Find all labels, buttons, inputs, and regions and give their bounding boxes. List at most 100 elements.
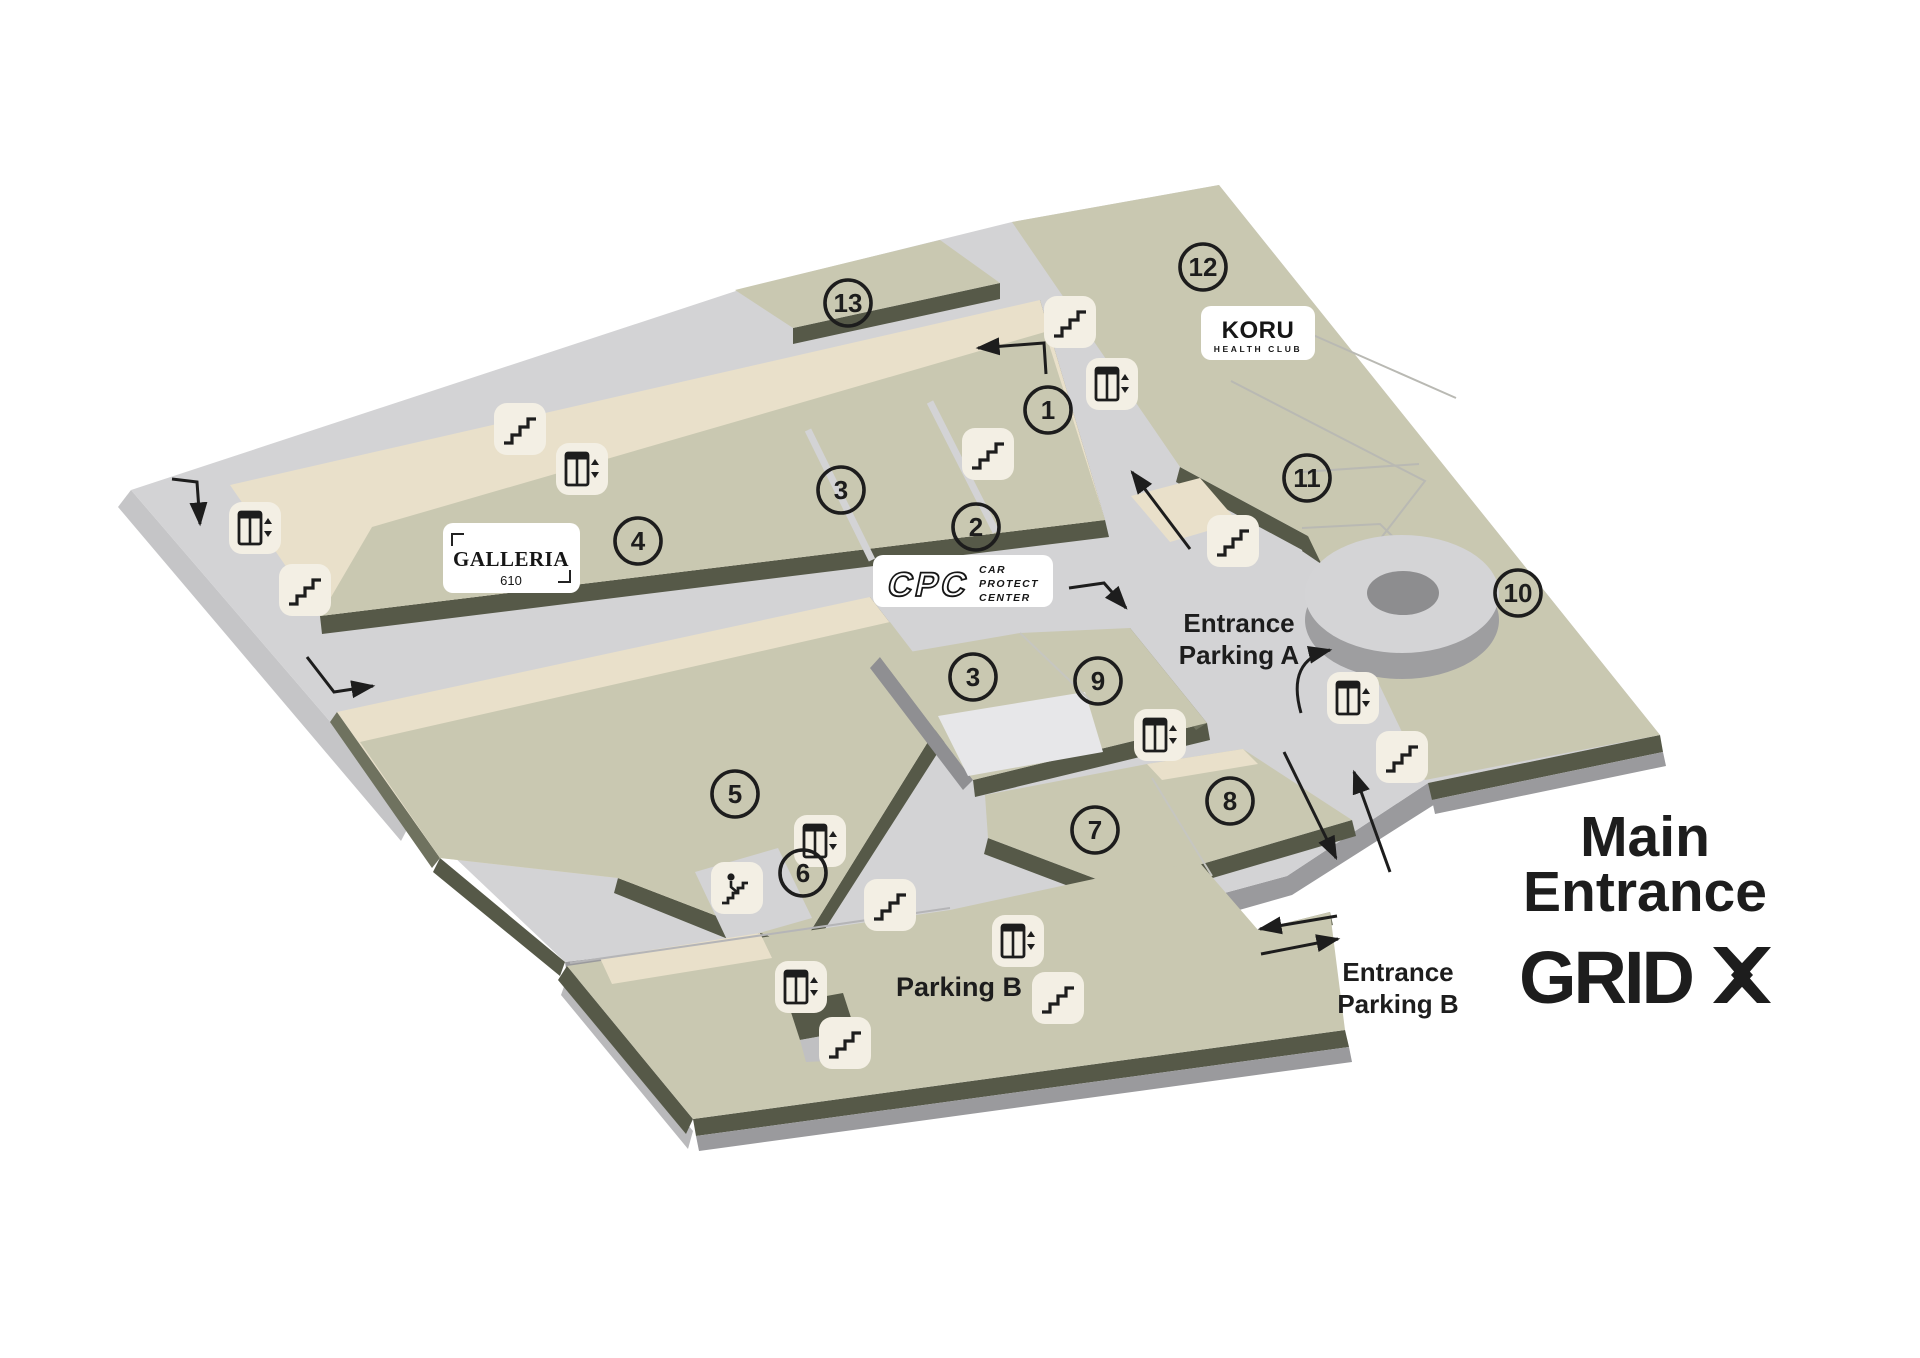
elevator-icon bbox=[1134, 709, 1186, 761]
gridx-x-mark bbox=[1713, 947, 1771, 1003]
cpc-word: CENTER bbox=[979, 592, 1031, 604]
galleria-corner-brackets bbox=[451, 533, 571, 583]
galleria-name: GALLERIA bbox=[453, 547, 569, 571]
parkingB-band-front bbox=[693, 1030, 1349, 1136]
stairs-icon bbox=[1032, 972, 1084, 1024]
p78-seam bbox=[1151, 777, 1213, 877]
zone-marker-4: 4 bbox=[613, 516, 663, 566]
cpc-word: PROTECT bbox=[979, 578, 1039, 590]
gridx-logo: GRID bbox=[1519, 936, 1771, 1019]
zone-number: 9 bbox=[1091, 666, 1105, 696]
arrow-parkingA-corridor bbox=[1068, 581, 1128, 610]
zone-marker-13: 13 bbox=[823, 278, 873, 328]
galleria-label: GALLERIA 610 bbox=[443, 523, 580, 593]
zone-number: 7 bbox=[1088, 815, 1102, 845]
zone-marker-5: 5 bbox=[710, 769, 760, 819]
zone-marker-10: 10 bbox=[1493, 568, 1543, 618]
zone-number: 3 bbox=[966, 662, 980, 692]
amenity-icons-layer bbox=[229, 296, 1428, 1069]
tenant-labels-layer: GALLERIA 610 CPC CAR PROTECT CENTER KORUHEALTH… bbox=[443, 306, 1315, 607]
zone-marker-2: 2 bbox=[951, 502, 1001, 552]
cpc-label: CPC CAR PROTECT CENTER bbox=[873, 555, 1053, 607]
arrow-left-corridor-right bbox=[305, 656, 376, 699]
right-plate-room-seams bbox=[1230, 312, 1493, 635]
stairs-icon bbox=[1044, 296, 1096, 348]
parkingB-band-left bbox=[558, 966, 693, 1134]
right-plate-band-walk2 bbox=[1176, 467, 1308, 551]
zone-number: 13 bbox=[834, 288, 863, 318]
stairs-icon bbox=[279, 564, 331, 616]
zone-number: 5 bbox=[728, 779, 742, 809]
stairs-icon bbox=[864, 879, 916, 931]
elevator-icon bbox=[1327, 672, 1379, 724]
arrow-ramp-curve bbox=[1295, 646, 1333, 714]
zone-number: 4 bbox=[631, 526, 646, 556]
zone-marker-6: 6 bbox=[778, 848, 828, 898]
arrow-corridor1-turn-left bbox=[975, 337, 1048, 375]
base-slab-side-left bbox=[118, 490, 413, 841]
rowC-band-left bbox=[330, 712, 440, 868]
stairs-icon bbox=[819, 1017, 871, 1069]
koru-sub: HEALTH CLUB bbox=[1214, 344, 1302, 354]
parking-ramp-donut bbox=[1305, 535, 1499, 679]
zone-marker-9: 9 bbox=[1073, 656, 1123, 706]
zone-number: 10 bbox=[1504, 578, 1533, 608]
zone-marker-1: 1 bbox=[1023, 385, 1073, 435]
stairs-icon bbox=[1376, 731, 1428, 783]
p39-band-left bbox=[870, 657, 973, 790]
zone-marker-11: 11 bbox=[1282, 453, 1332, 503]
cpc-word: CAR bbox=[979, 564, 1006, 576]
stairs-icon bbox=[962, 428, 1014, 480]
zone-marker-3: 3 bbox=[948, 652, 998, 702]
stairs-icon bbox=[1207, 515, 1259, 567]
parkingB-cream bbox=[600, 933, 772, 984]
arrow-main-entrance-in bbox=[1352, 769, 1392, 873]
block13-top bbox=[735, 240, 1000, 328]
zone-number: 12 bbox=[1189, 252, 1218, 282]
elevator-icon bbox=[775, 961, 827, 1013]
zone-marker-8: 8 bbox=[1205, 776, 1255, 826]
zone-number: 6 bbox=[796, 858, 810, 888]
koru-name: KORU bbox=[1222, 317, 1295, 344]
p39-courtyard bbox=[938, 692, 1103, 776]
right-plate-band-front bbox=[1428, 735, 1663, 800]
elevator-icon bbox=[794, 815, 846, 867]
zone-number: 1 bbox=[1041, 395, 1055, 425]
right-plate-band-dotted bbox=[1432, 752, 1666, 814]
parking-b-label: Parking B bbox=[896, 972, 1022, 1002]
zone-marker-12: 12 bbox=[1178, 242, 1228, 292]
p78-top bbox=[985, 749, 1352, 888]
zone-number: 11 bbox=[1293, 463, 1321, 493]
arrow-top-left-down bbox=[171, 477, 208, 527]
zone-number: 8 bbox=[1223, 786, 1237, 816]
zone-marker-7: 7 bbox=[1070, 805, 1120, 855]
galleria-number: 610 bbox=[500, 573, 522, 588]
zone-marker-3: 3 bbox=[816, 465, 866, 515]
stairs-icon bbox=[494, 403, 546, 455]
cpc-abbr: CPC bbox=[884, 566, 973, 604]
zone-number: 3 bbox=[834, 475, 848, 505]
rowB-band-front bbox=[320, 520, 1109, 634]
gridx-word: GRID bbox=[1519, 936, 1693, 1019]
block13-band bbox=[793, 283, 1000, 344]
p78-cream bbox=[1147, 749, 1258, 780]
elevator-icon bbox=[229, 502, 281, 554]
parkingB-band-dotted bbox=[696, 1047, 1352, 1151]
elevator-icon bbox=[1086, 358, 1138, 410]
elevator-icon bbox=[992, 915, 1044, 967]
elevator-icon bbox=[556, 443, 608, 495]
rowC-band-frontleft bbox=[433, 858, 565, 976]
p39-seam bbox=[1019, 632, 1091, 701]
arrow-corridor1-up bbox=[1130, 470, 1192, 550]
zone-number: 2 bbox=[969, 512, 983, 542]
arrow-parkingB-out bbox=[1257, 914, 1338, 935]
escalator-icon bbox=[711, 862, 763, 914]
